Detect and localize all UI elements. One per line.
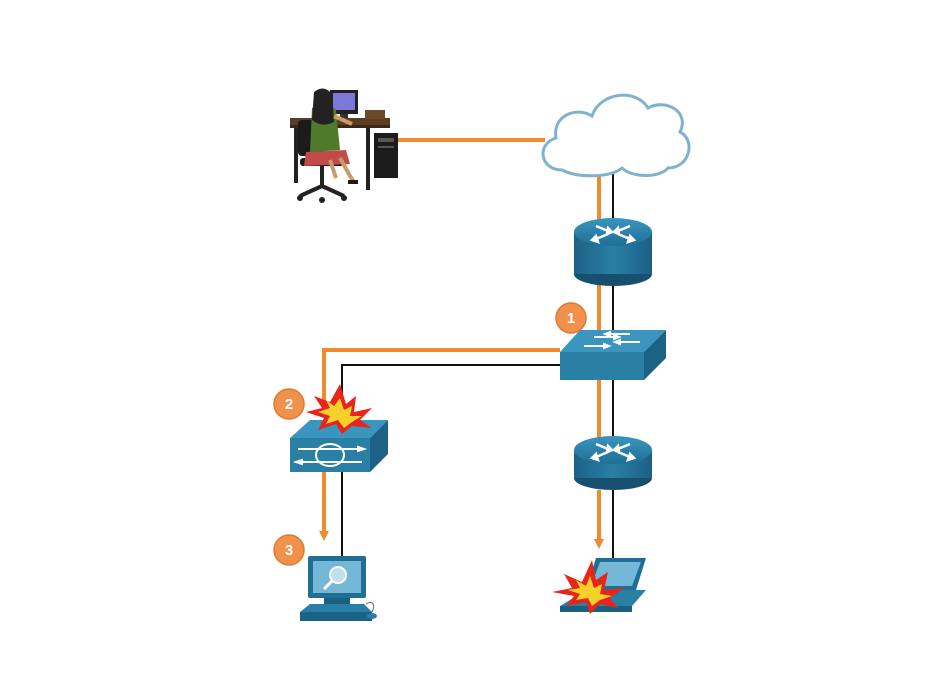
- laptop-alert-explosion-icon: [552, 560, 624, 614]
- internal-router-icon: [574, 436, 652, 490]
- badge-ids: 2: [273, 388, 305, 420]
- badge-monitor: 3: [273, 534, 305, 566]
- badge-switch-label: 1: [567, 310, 575, 327]
- links: [319, 138, 614, 560]
- pc-with-magnifier-icon: [300, 556, 377, 621]
- edge-router-icon: [574, 218, 652, 286]
- switch-to-sensor-link: [341, 364, 560, 420]
- switch-to-sensor-path: [319, 348, 560, 419]
- badge-switch: 1: [555, 302, 587, 334]
- cloud-icon: [541, 93, 691, 178]
- sensor-alert-explosion-icon: [306, 384, 372, 434]
- badge-monitor-label: 3: [285, 542, 293, 559]
- switch-icon: [560, 330, 666, 380]
- user-at-workstation-icon: [290, 88, 398, 203]
- badge-ids-label: 2: [285, 396, 293, 413]
